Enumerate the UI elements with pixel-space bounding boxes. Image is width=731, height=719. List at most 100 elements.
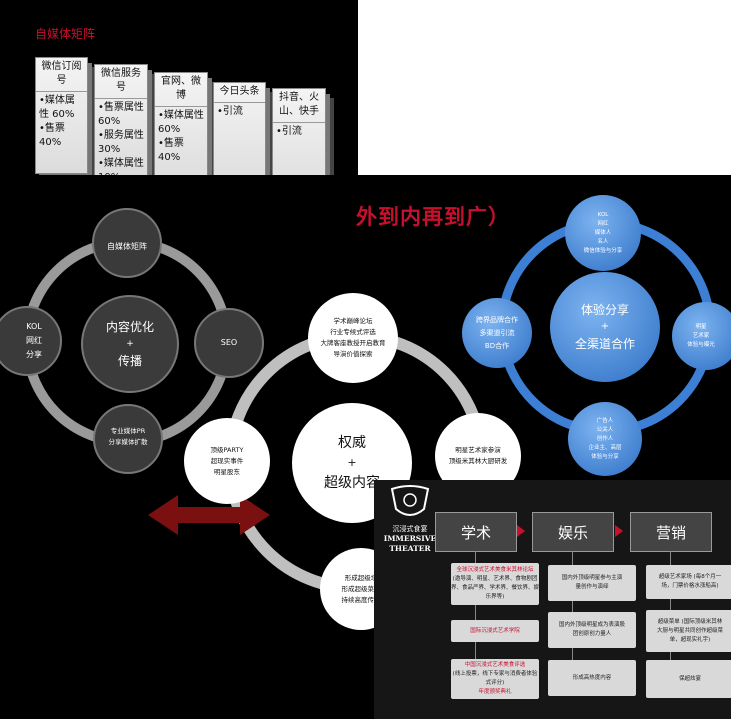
center-line: 全渠道合作 (574, 337, 635, 351)
center-line: 超级内容 (324, 475, 380, 491)
column-connector (475, 551, 476, 663)
logo-line: THEATER (389, 544, 431, 553)
card-line: •媒体属性 60% (158, 110, 204, 135)
node-text: 明星股东 (214, 467, 240, 476)
node-text: 顶级PARTY (210, 445, 244, 454)
box-line: 年度颁奖典礼 (478, 689, 512, 695)
node-text: 创作人 (596, 435, 614, 442)
logo-line: 沉浸式食宴 (392, 525, 428, 533)
node-text: 大牌客座教授开启教育 (320, 339, 386, 347)
entertainment-box-1: 国内外顶级明星参与主演 量创作与演绎 (548, 565, 636, 601)
theater-logo-text: 沉浸式食宴 IMMERSIVE THEATER (380, 524, 440, 554)
center-line: + (126, 338, 134, 349)
box-line: 保超炫宴 (678, 675, 701, 682)
arrow-right-icon (517, 525, 525, 537)
right-top-node: KOL 网红 媒体人 名人 微信体验与分享 (565, 195, 641, 271)
academic-box-3: 中国沉浸式艺术美食评选 (线上投票，线下专家与消费者体验式评分) 年度颁奖典礼 (451, 659, 539, 699)
node-text: 艺术家 (692, 332, 710, 339)
node-text: 网红 (26, 336, 42, 345)
box-line: 中国沉浸式艺术美食评选 (464, 662, 526, 668)
card-header: 微信订阅号 (36, 58, 87, 92)
node-text: 明星 (695, 323, 707, 330)
node-text: 专业媒体PR (110, 427, 146, 435)
node-text: 企业主、高层 (588, 444, 622, 451)
card-header: 抖音、火山、快手 (273, 89, 325, 123)
node-text: KOL (597, 211, 609, 218)
middle-left-node: 顶级PARTY 超现实事件 明星股东 (184, 418, 270, 504)
card-line: •引流 (276, 126, 302, 137)
card-line: •服务属性 30% (98, 130, 144, 155)
node-text: SEO (220, 338, 238, 347)
double-arrow (148, 495, 270, 535)
box-line: 国际沉浸式艺术学院 (470, 627, 520, 634)
left-left-node: KOL 网红 分享 (0, 306, 62, 376)
card-line: •售票40% (158, 138, 184, 163)
box-line: 单，超现实礼宇) (669, 636, 711, 643)
marketing-box-3: 保超炫宴 (646, 660, 731, 698)
node-text: 体验与曝光 (687, 341, 715, 348)
academic-box-2: 国际沉浸式艺术学院 (451, 620, 539, 642)
card-header: 微信服务号 (95, 65, 147, 99)
left-center-circle: 内容优化 + 传播 (81, 295, 179, 393)
node-text: 公关人 (596, 426, 614, 433)
card-line: •售票属性 60% (98, 102, 144, 127)
arrow-right-icon (615, 525, 623, 537)
box-line: 大厨与明星共同创作超级菜 (656, 627, 723, 634)
node-text: 顶级米其林大厨研发 (448, 457, 508, 465)
node-text: 自媒体矩阵 (107, 242, 147, 251)
entertainment-box-2: 国内外顶级明星成为表演股 团创原创力量人 (548, 612, 636, 648)
card-wechat-subscription: 微信订阅号 •媒体属性 60%•售票40% (35, 57, 88, 174)
node-text: 网红 (597, 220, 609, 227)
box-line: 团创原创力量人 (572, 631, 612, 637)
box-line: 国内外顶级明星参与主演 (561, 575, 623, 581)
node-text: 明星艺术家参演 (455, 446, 501, 454)
node-text: 多渠道引流 (479, 328, 515, 337)
right-left-node: 跨界品牌合作 多渠道引流 BD合作 (462, 298, 532, 368)
box-line: 全球沉浸式艺术美食米其林论坛 (456, 567, 534, 573)
card-line: •引流 (217, 106, 243, 117)
box-line: (邀导演、明星、艺术界、食物剧团界、食品严界、学术界、餐饮界、娱乐界等) (451, 576, 540, 600)
headline: 外到内再到广） (356, 205, 510, 229)
left-bottom-node: 专业媒体PR 分享媒体扩散 (93, 404, 163, 474)
academic-box-1: 全球沉浸式艺术美食米其林论坛 (邀导演、明星、艺术界、食物剧团界、食品严界、学术… (451, 563, 539, 605)
node-text: BD合作 (484, 341, 510, 350)
node-text: 形成超级菜单 (341, 584, 381, 593)
node-text: 形成超级场 (344, 573, 378, 582)
node-text: 微信体验与分享 (583, 247, 623, 254)
box-line: 超级艺术家场 (每8个月一 (658, 574, 722, 580)
center-line: 传播 (117, 353, 142, 368)
node-text: KOL (26, 322, 42, 331)
box-line: 形成高热度内容 (572, 674, 612, 681)
box-line: 国内外顶级明星成为表演股 (558, 622, 625, 628)
center-line: + (600, 321, 610, 332)
node-text: 持续高度传播 (341, 595, 381, 604)
category-marketing: 营销 (630, 512, 712, 552)
logo-line: IMMERSIVE (383, 534, 437, 543)
card-toutiao: 今日头条 •引流 (213, 82, 266, 192)
card-header: 官网、微博 (155, 73, 207, 107)
category-entertainment: 娱乐 (532, 512, 614, 552)
card-header: 今日头条 (214, 83, 265, 103)
node-text: 广告人 (596, 417, 614, 424)
right-center-circle: 体验分享 + 全渠道合作 (550, 272, 660, 382)
node-text: 行业专候式评选 (330, 328, 376, 336)
right-bottom-node: 广告人 公关人 创作人 企业主、高层 体验与分享 (568, 402, 642, 476)
box-line: 场，门票价格水涨船高) (661, 583, 719, 589)
left-right-node: SEO (194, 308, 264, 378)
node-text: 学术巅峰论坛 (333, 317, 373, 325)
node-text: 跨界品牌合作 (476, 315, 518, 324)
node-text: 分享 (26, 350, 42, 359)
box-line: 量创作与演绎 (575, 584, 609, 590)
theater-logo-icon (390, 485, 430, 516)
marketing-box-1: 超级艺术家场 (每8个月一 场，门票价格水涨船高) (646, 565, 731, 599)
left-top-node: 自媒体矩阵 (92, 208, 162, 278)
center-line: 内容优化 (105, 319, 154, 334)
media-matrix-title: 自媒体矩阵 (35, 27, 96, 41)
entertainment-box-3: 形成高热度内容 (548, 660, 636, 696)
node-text: 超现实事件 (210, 456, 244, 465)
card-website-weibo: 官网、微博 •媒体属性 60% •售票40% (154, 72, 208, 189)
card-line: •售票40% (39, 123, 65, 148)
right-right-node: 明星 艺术家 体验与曝光 (672, 302, 731, 370)
node-text: 导演价值探索 (333, 350, 373, 358)
